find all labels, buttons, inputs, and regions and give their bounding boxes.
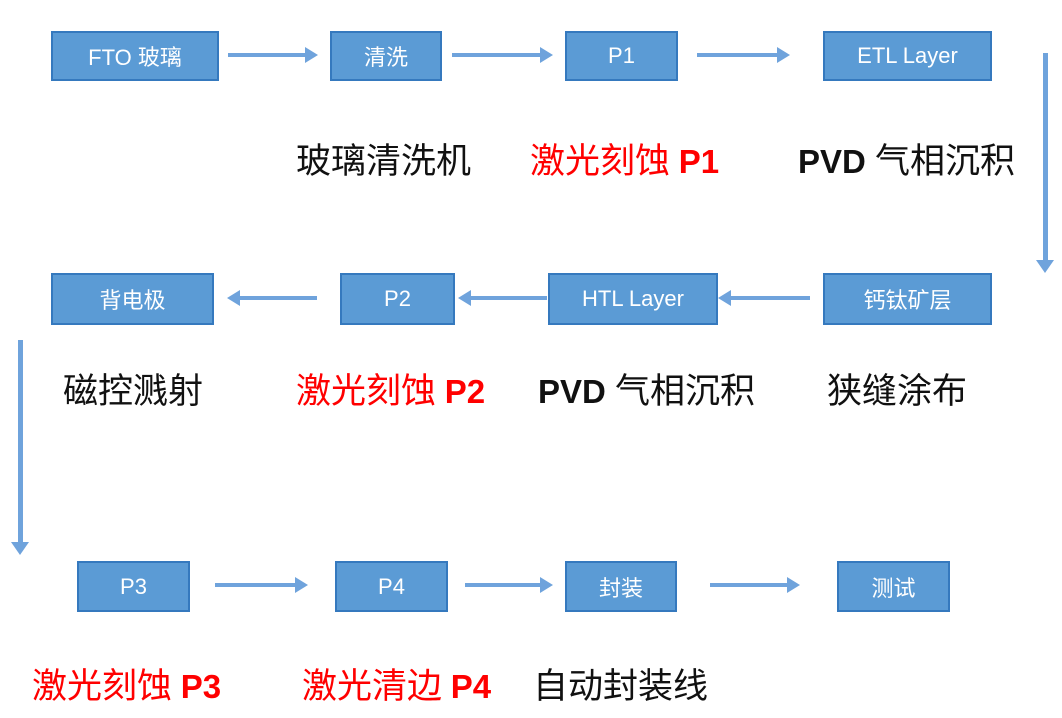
arrow-p2-to-back-electrode <box>227 290 317 306</box>
arrow-p4-to-encapsulation <box>465 577 553 593</box>
caption-pvd-deposition-row2: PVD 气相沉积 <box>538 371 755 413</box>
caption-laser-etch-p2: 激光刻蚀 P2 <box>296 371 485 413</box>
caption-magnetron-sputtering: 磁控溅射 <box>63 371 203 413</box>
caption-cn: 气相沉积 <box>615 372 756 411</box>
arrowhead-left-icon <box>718 290 731 306</box>
node-etl-layer: ETL Layer <box>823 31 992 81</box>
caption-cn: 狭缝涂布 <box>827 372 968 411</box>
arrowhead-down-icon <box>1036 260 1054 273</box>
arrow-p1-to-etl <box>697 47 790 63</box>
arrowhead-right-icon <box>540 577 553 593</box>
arrow-stem <box>452 53 540 57</box>
arrow-stem <box>465 583 540 587</box>
arrow-htl-to-p2 <box>458 290 547 306</box>
caption-latin: P2 <box>444 373 486 410</box>
caption-cn: 自动封装线 <box>533 667 709 706</box>
caption-glass-washer: 玻璃清洗机 <box>296 141 471 183</box>
caption-cn: 磁控溅射 <box>63 372 204 411</box>
caption-auto-encapsulation-line: 自动封装线 <box>533 666 708 708</box>
arrow-stem <box>731 296 810 300</box>
node-encapsulation: 封装 <box>565 561 677 612</box>
arrow-row2-down-to-row3 <box>11 340 29 555</box>
caption-latin: PVD <box>798 143 876 180</box>
node-testing: 测试 <box>837 561 950 612</box>
node-fto-glass: FTO 玻璃 <box>51 31 219 81</box>
arrow-stem <box>215 583 295 587</box>
arrowhead-right-icon <box>787 577 800 593</box>
arrow-stem <box>240 296 317 300</box>
node-p3: P3 <box>77 561 190 612</box>
arrowhead-down-icon <box>11 542 29 555</box>
node-p1: P1 <box>565 31 678 81</box>
arrow-stem <box>228 53 305 57</box>
node-perovskite-layer: 钙钛矿层 <box>823 273 992 325</box>
arrow-cleaning-to-p1 <box>452 47 553 63</box>
caption-cn: 玻璃清洗机 <box>296 142 472 181</box>
arrow-p3-to-p4 <box>215 577 308 593</box>
arrow-stem <box>471 296 547 300</box>
arrowhead-right-icon <box>305 47 318 63</box>
arrow-etl-down-to-row2 <box>1036 53 1054 273</box>
caption-laser-edge-clean-p4: 激光清边 P4 <box>302 666 491 708</box>
caption-latin: P1 <box>678 143 720 180</box>
arrowhead-right-icon <box>295 577 308 593</box>
arrow-fto-to-cleaning <box>228 47 318 63</box>
arrowhead-left-icon <box>227 290 240 306</box>
arrow-stem <box>1042 53 1048 260</box>
arrowhead-right-icon <box>540 47 553 63</box>
caption-pvd-deposition-row1: PVD 气相沉积 <box>798 141 1015 183</box>
caption-latin: PVD <box>538 373 616 410</box>
caption-latin: P3 <box>180 668 222 705</box>
node-back-electrode: 背电极 <box>51 273 214 325</box>
arrow-stem <box>697 53 777 57</box>
arrow-encapsulation-to-testing <box>710 577 800 593</box>
caption-latin: P4 <box>450 668 492 705</box>
caption-cn: 激光刻蚀 <box>32 667 181 706</box>
node-htl-layer: HTL Layer <box>548 273 718 325</box>
node-cleaning: 清洗 <box>330 31 442 81</box>
caption-cn: 激光刻蚀 <box>530 142 679 181</box>
caption-cn: 激光刻蚀 <box>296 372 445 411</box>
caption-slot-die-coating: 狭缝涂布 <box>827 371 967 413</box>
arrowhead-left-icon <box>458 290 471 306</box>
caption-laser-etch-p1: 激光刻蚀 P1 <box>530 141 719 183</box>
caption-cn: 气相沉积 <box>875 142 1016 181</box>
arrow-perovskite-to-htl <box>718 290 810 306</box>
arrow-stem <box>17 340 23 542</box>
node-p4: P4 <box>335 561 448 612</box>
node-p2: P2 <box>340 273 455 325</box>
arrowhead-right-icon <box>777 47 790 63</box>
caption-cn: 激光清边 <box>302 667 451 706</box>
arrow-stem <box>710 583 787 587</box>
caption-laser-etch-p3: 激光刻蚀 P3 <box>32 666 221 708</box>
